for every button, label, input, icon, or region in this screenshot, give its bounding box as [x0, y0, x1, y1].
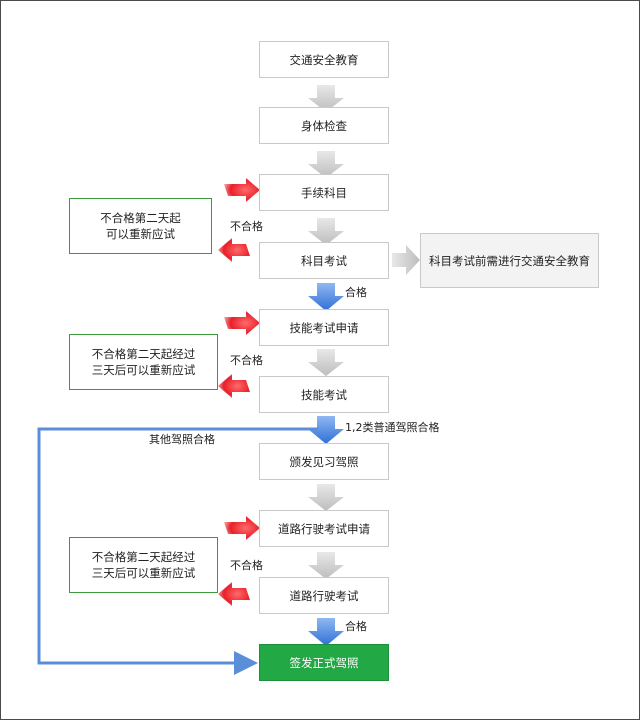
red-arrow-in-icon	[224, 178, 260, 202]
label-fail-subject: 不合格	[230, 220, 263, 233]
gray-right-arrow	[392, 245, 420, 275]
red-arrow-in-icon	[224, 516, 260, 540]
step-road-exam-application: 道路行驶考试申请	[259, 510, 389, 547]
red-fail-arrows-road	[218, 516, 260, 606]
step-skill-exam-application: 技能考试申请	[259, 309, 389, 346]
red-arrow-out-icon	[218, 238, 250, 262]
red-arrow-in-icon	[224, 311, 260, 335]
label-fail-skill: 不合格	[230, 354, 263, 367]
note-subject-retry: 不合格第二天起 可以重新应试	[69, 198, 212, 254]
note-road-retry: 不合格第二天起经过 三天后可以重新应试	[69, 537, 218, 593]
label-fail-road: 不合格	[230, 559, 263, 572]
gray-down-arrow	[308, 151, 344, 178]
gray-down-arrow	[308, 218, 344, 245]
blue-down-arrow	[308, 618, 344, 646]
blue-down-arrow	[308, 283, 344, 311]
red-fail-arrows-subject	[218, 178, 260, 262]
red-arrow-out-icon	[218, 374, 250, 398]
label-pass-road: 合格	[345, 620, 367, 633]
red-fail-arrows-skill	[218, 311, 260, 398]
step-subject-procedures: 手续科目	[259, 174, 389, 211]
label-other-license: 其他驾照合格	[149, 433, 215, 446]
gray-down-arrow	[308, 85, 344, 112]
step-road-exam: 道路行驶考试	[259, 577, 389, 614]
step-subject-exam: 科目考试	[259, 242, 389, 279]
label-pass-skill: 1,2类普通驾照合格	[345, 421, 440, 434]
red-arrow-out-icon	[218, 582, 250, 606]
gray-down-arrow	[308, 349, 344, 376]
gray-down-arrow	[308, 484, 344, 511]
note-skill-retry: 不合格第二天起经过 三天后可以重新应试	[69, 334, 218, 390]
step-official-license: 签发正式驾照	[259, 644, 389, 681]
gray-down-arrow	[308, 552, 344, 579]
step-physical-exam: 身体检查	[259, 107, 389, 144]
step-learner-license: 颁发见习驾照	[259, 443, 389, 480]
blue-down-arrow	[308, 416, 344, 444]
other-license-bypass-line	[37, 427, 318, 675]
note-side-education: 科目考试前需进行交通安全教育	[420, 233, 599, 288]
step-traffic-safety-education: 交通安全教育	[259, 41, 389, 78]
label-pass-subject: 合格	[345, 286, 367, 299]
step-skill-exam: 技能考试	[259, 376, 389, 413]
